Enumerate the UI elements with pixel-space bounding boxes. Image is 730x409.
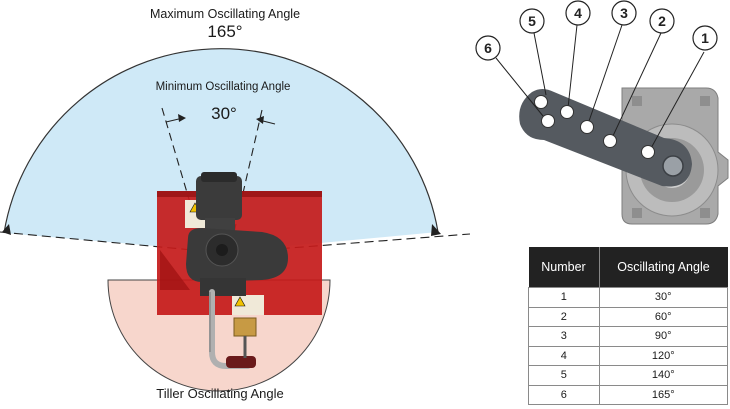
gearbox-bolt-tr [700, 96, 710, 106]
max-angle-right-dash [224, 233, 471, 254]
motor-lower-block [200, 278, 246, 296]
lever-hole-1-label: 1 [701, 30, 709, 46]
min-angle-right-arrow [256, 116, 264, 124]
max-angle-value: 165° [207, 22, 243, 41]
lever-hole-4-label: 4 [574, 5, 582, 21]
lever-hole-2-label: 2 [658, 13, 666, 29]
cell-angle: 140° [598, 365, 728, 386]
tiller-rod [209, 289, 251, 369]
cell-angle: 60° [598, 306, 728, 327]
cell-angle: 120° [598, 345, 728, 366]
gearbox-bolt-bl [632, 208, 642, 218]
header-oscillating-angle: Oscillating Angle [598, 247, 728, 288]
warning-triangle-bottom [234, 296, 246, 307]
lever-hole-4: 4 [560, 0, 591, 119]
lever-pivot [662, 155, 684, 177]
cell-number: 3 [528, 326, 600, 347]
brass-coupler [233, 317, 257, 337]
lever-hole-3-label: 3 [620, 5, 628, 21]
table-row: 5 140° [528, 365, 728, 386]
max-angle-title: Maximum Oscillating Angle [149, 7, 301, 21]
motor-mount-top [201, 172, 237, 182]
lever-hole-5-label: 5 [528, 13, 536, 29]
lever-hole-5: 5 [519, 8, 548, 109]
lever-hole-6-label: 6 [484, 40, 492, 56]
tiller-angle-title: Tiller Oscillating Angle [156, 386, 284, 401]
cell-angle: 30° [598, 287, 728, 308]
motor-mount [196, 176, 242, 220]
cell-number: 5 [528, 365, 600, 386]
tiller-foot [226, 356, 256, 368]
cell-number: 6 [528, 384, 600, 405]
max-arc-left-arrow [2, 224, 11, 235]
motor-front-hub [216, 244, 228, 256]
table-row: 2 60° [528, 306, 728, 327]
max-oscillation-arc-outline [3, 48, 439, 234]
lever-hole-2: 2 [603, 8, 675, 148]
min-angle-title: Minimum Oscillating Angle [155, 81, 291, 93]
gearbox-bolt-tl [632, 96, 642, 106]
cell-angle: 90° [598, 326, 728, 347]
table-row: 1 30° [528, 287, 728, 308]
cell-number: 2 [528, 306, 600, 327]
header-number: Number [528, 247, 599, 288]
lever-hole-3: 3 [580, 0, 637, 134]
min-angle-value: 30° [211, 104, 237, 123]
cell-angle: 165° [598, 384, 728, 405]
lever-hole-6: 6 [475, 35, 555, 128]
gearbox-bolt-br [700, 208, 710, 218]
table-header-row: Number Oscillating Angle [528, 247, 728, 288]
cell-number: 1 [528, 287, 600, 308]
cell-number: 4 [528, 345, 600, 366]
red-housing-fold [160, 250, 190, 290]
table-row: 4 120° [528, 345, 728, 366]
min-angle-left-arrow [178, 114, 186, 122]
max-oscillation-arc [4, 48, 438, 252]
motor-neck [205, 218, 235, 232]
table-row: 6 165° [528, 384, 728, 405]
lever-hole-1: 1 [641, 25, 718, 159]
max-arc-right-arrow [431, 224, 441, 236]
oscillating-angle-table: Number Oscillating Angle 1 30° 2 60° 3 9… [528, 247, 728, 405]
table-row: 3 90° [528, 326, 728, 347]
